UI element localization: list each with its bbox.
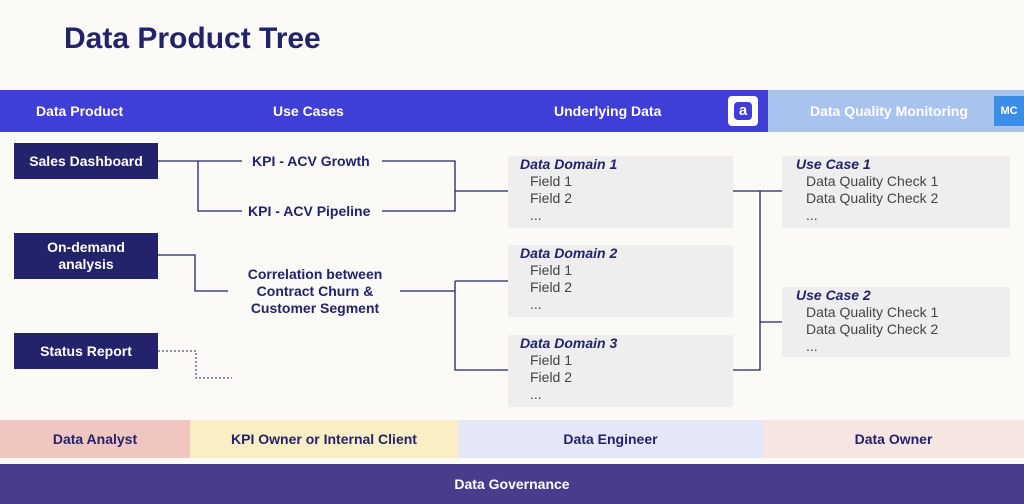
field-1: Field 1 xyxy=(530,262,573,278)
product-on-demand-analysis: On-demand analysis xyxy=(14,233,158,279)
role-data-engineer: Data Engineer xyxy=(458,420,763,458)
role-data-owner: Data Owner xyxy=(763,420,1024,458)
quality-use-case-2: Use Case 2 Data Quality Check 1 Data Qua… xyxy=(782,287,1010,357)
role-data-analyst: Data Analyst xyxy=(0,420,190,458)
quality-check-2: Data Quality Check 2 xyxy=(806,321,939,337)
logo-a-icon: a xyxy=(728,96,758,126)
field-1: Field 1 xyxy=(530,173,573,189)
quality-use-case-1: Use Case 1 Data Quality Check 1 Data Qua… xyxy=(782,156,1010,228)
header-underlying-data: Underlying Data xyxy=(554,103,662,119)
logo-mc-icon: MC xyxy=(994,96,1024,126)
quality-title: Use Case 2 xyxy=(796,287,871,303)
data-domain-3: Data Domain 3 Field 1 Field 2 ... xyxy=(508,335,733,407)
use-case-acv-growth: KPI - ACV Growth xyxy=(252,153,370,169)
use-case-correlation: Correlation between Contract Churn & Cus… xyxy=(247,266,383,316)
more-checks: ... xyxy=(806,207,818,223)
field-2: Field 2 xyxy=(530,369,573,385)
field-2: Field 2 xyxy=(530,279,573,295)
role-kpi-owner: KPI Owner or Internal Client xyxy=(190,420,458,458)
product-sales-dashboard: Sales Dashboard xyxy=(14,143,158,179)
quality-check-2: Data Quality Check 2 xyxy=(806,190,939,206)
more-fields: ... xyxy=(530,207,542,223)
field-2: Field 2 xyxy=(530,190,573,206)
page-title: Data Product Tree xyxy=(64,22,321,55)
data-domain-title: Data Domain 2 xyxy=(520,245,618,261)
header-band-monitoring xyxy=(768,90,1024,132)
data-domain-title: Data Domain 3 xyxy=(520,335,618,351)
product-status-report: Status Report xyxy=(14,333,158,369)
data-domain-title: Data Domain 1 xyxy=(520,156,618,172)
use-case-acv-pipeline: KPI - ACV Pipeline xyxy=(248,203,371,219)
header-data-product: Data Product xyxy=(36,103,124,119)
more-fields: ... xyxy=(530,386,542,402)
header-use-cases: Use Cases xyxy=(273,103,344,119)
data-domain-1: Data Domain 1 Field 1 Field 2 ... xyxy=(508,156,733,228)
data-domain-2: Data Domain 2 Field 1 Field 2 ... xyxy=(508,245,733,317)
governance-footer: Data Governance xyxy=(0,464,1024,504)
more-checks: ... xyxy=(806,338,818,354)
header-band xyxy=(0,90,768,132)
quality-check-1: Data Quality Check 1 xyxy=(806,304,939,320)
field-1: Field 1 xyxy=(530,352,573,368)
more-fields: ... xyxy=(530,296,542,312)
quality-title: Use Case 1 xyxy=(796,156,871,172)
header-data-quality-monitoring: Data Quality Monitoring xyxy=(810,103,968,119)
quality-check-1: Data Quality Check 1 xyxy=(806,173,939,189)
